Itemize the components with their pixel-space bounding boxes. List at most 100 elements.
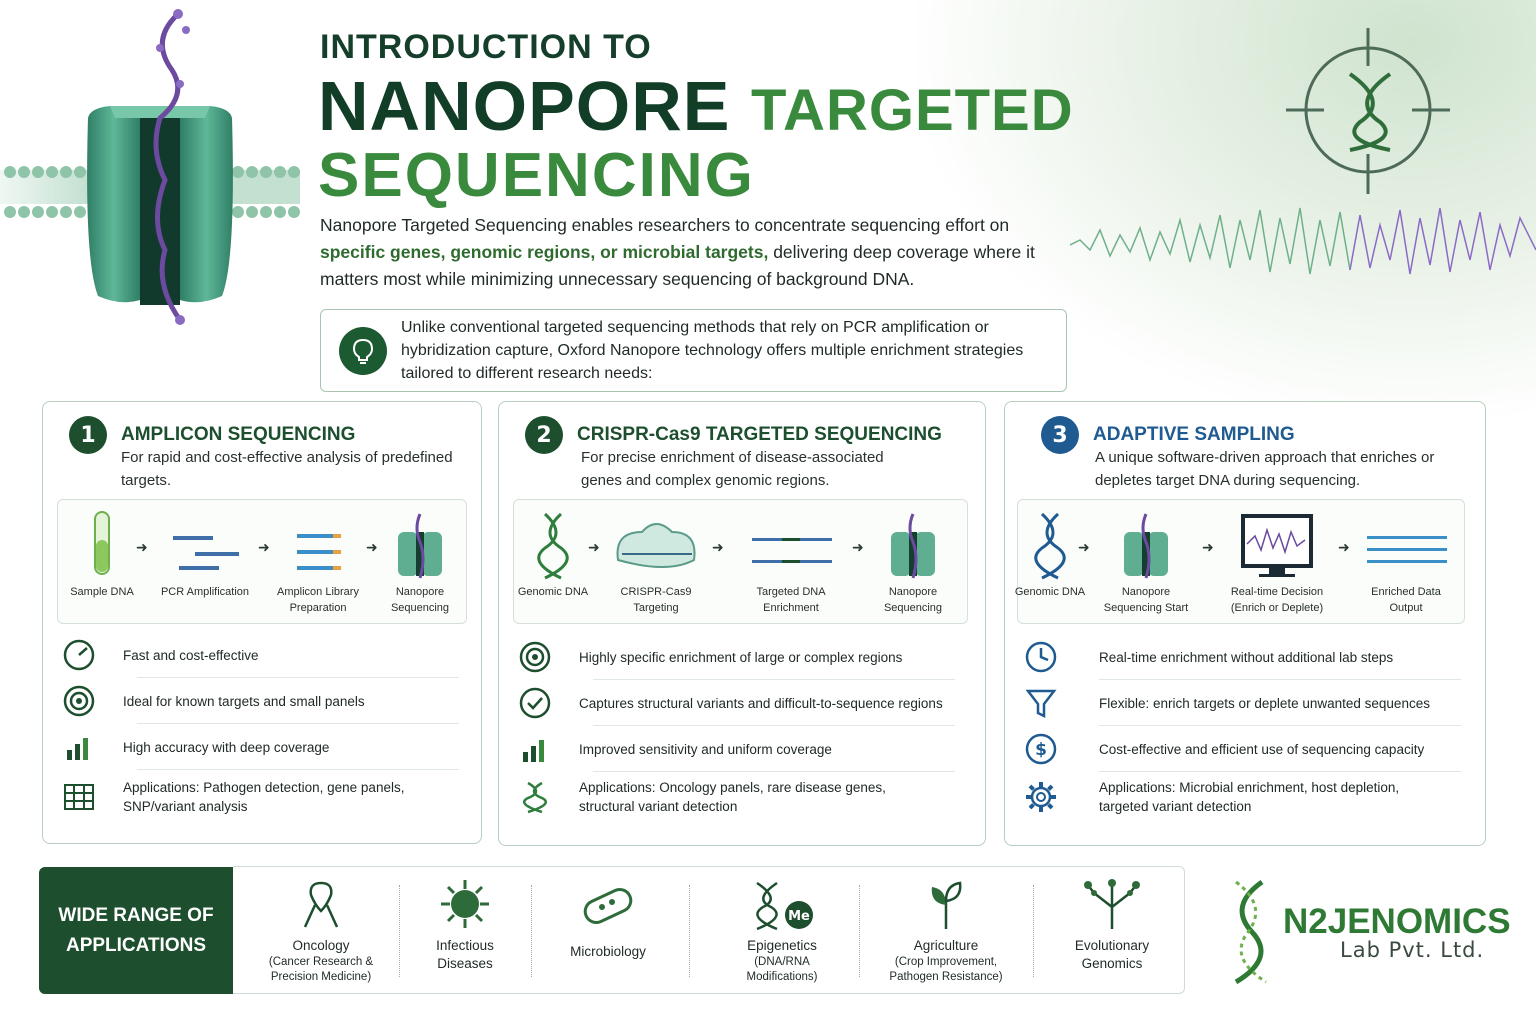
- feature-text: Cost-effective and efficient use of sequ…: [1099, 741, 1425, 757]
- nanopore-icon: [891, 513, 935, 579]
- arrow-icon: ➜: [136, 540, 148, 556]
- target-icon: [513, 640, 557, 674]
- flow-step: PCR Amplification: [150, 508, 260, 600]
- logo-name: N2JENOMICS: [1283, 902, 1511, 941]
- check-circle-icon: [513, 686, 557, 720]
- card-number: 1: [69, 416, 107, 454]
- nanopore-illustration: [0, 9, 300, 325]
- methyl-badge: Me: [788, 909, 810, 924]
- plant-icon: [931, 881, 962, 929]
- gear-icon: [1019, 780, 1063, 814]
- card-description: For rapid and cost-effective analysis of…: [121, 449, 453, 489]
- cas9-icon: [616, 523, 696, 568]
- feature-row: Applications: Pathogen detection, gene p…: [57, 774, 477, 820]
- card-adaptive-sampling: 3 ADAPTIVE SAMPLING A unique software-dr…: [1004, 401, 1486, 846]
- divider: [593, 679, 955, 680]
- flow-label: Amplicon Library Preparation: [277, 586, 359, 614]
- flow-label: Nanopore Sequencing: [883, 586, 943, 614]
- divider: [593, 725, 955, 726]
- app-evolutionary: Evolutionary Genomics: [1055, 877, 1169, 973]
- card-header: 3 ADAPTIVE SAMPLING: [1041, 416, 1295, 454]
- flow-step: Sample DNA: [56, 508, 148, 600]
- virus-icon: [441, 880, 489, 928]
- feature-row: Ideal for known targets and small panels: [57, 678, 477, 724]
- enriched-dna-icon: [752, 538, 832, 563]
- target-dna-icon: [1286, 28, 1450, 194]
- feature-text: Applications: Pathogen detection, gene p…: [123, 780, 405, 814]
- monitor-icon: [1241, 514, 1313, 577]
- card-title: CRISPR-Cas9 TARGETED SEQUENCING: [577, 424, 942, 445]
- card-title: AMPLICON SEQUENCING: [121, 424, 356, 445]
- note-text: Unlike conventional targeted sequencing …: [401, 319, 1024, 382]
- arrow-icon: ➜: [588, 540, 600, 556]
- feature-text: Captures structural variants and difficu…: [579, 695, 943, 711]
- feature-text: Applications: Microbial enrichment, host…: [1099, 780, 1400, 814]
- flow-label: Genomic DNA: [517, 586, 589, 598]
- arrow-icon: ➜: [712, 540, 724, 556]
- title-word-targeted: TARGETED: [750, 78, 1074, 143]
- bar-chart-icon: [513, 732, 557, 766]
- feature-row: Real-time enrichment without additional …: [1019, 634, 1479, 680]
- flow-label: Nanopore Sequencing: [390, 586, 450, 614]
- flow-step: CRISPR-Cas9 Targeting: [606, 508, 706, 616]
- arrow-icon: ➜: [852, 540, 864, 556]
- divider: [689, 885, 690, 977]
- app-sub: (Cancer Research & Precision Medicine): [268, 956, 374, 983]
- feature-text: Ideal for known targets and small panels: [123, 693, 365, 709]
- card-header: 2 CRISPR-Cas9 TARGETED SEQUENCING: [525, 416, 942, 454]
- card-description: For precise enrichment of disease-associ…: [581, 449, 884, 489]
- flow-step: Amplicon Library Preparation: [268, 508, 368, 616]
- dna-icon: [1034, 512, 1066, 580]
- title-word-nanopore: NANOPORE: [318, 67, 731, 145]
- dna-methyl-icon: Me: [756, 881, 813, 931]
- nanopore-icon: [398, 513, 442, 579]
- applications-label: WIDE RANGE OF APPLICATIONS: [39, 867, 233, 994]
- flow-step: Genomic DNA: [508, 508, 598, 600]
- speedometer-icon: [57, 638, 101, 672]
- title-intro: INTRODUCTION TO: [320, 28, 652, 66]
- intro-text-2: delivering deep coverage where it matter…: [320, 242, 1035, 289]
- funnel-icon: [1019, 686, 1063, 720]
- flow-step: Targeted DNA Enrichment: [736, 508, 846, 616]
- flow-label: CRISPR-Cas9 Targeting: [620, 586, 692, 614]
- signal-wave: [1070, 207, 1536, 275]
- arrow-icon: ➜: [1078, 540, 1090, 556]
- app-agriculture: Agriculture (Crop Improvement, Pathogen …: [877, 877, 1015, 985]
- divider: [859, 885, 860, 977]
- flow-label: Nanopore Sequencing Start: [1103, 586, 1189, 614]
- intro-highlight: specific genes, genomic regions, or micr…: [320, 242, 769, 262]
- feature-row: Flexible: enrich targets or deplete unwa…: [1019, 680, 1479, 726]
- ribbon-icon: [303, 881, 339, 928]
- app-name: Oncology: [292, 938, 350, 953]
- feature-row: $ Cost-effective and efficient use of se…: [1019, 726, 1479, 772]
- flow-step: Real-time Decision (Enrich or Deplete): [1218, 508, 1336, 616]
- pcr-fragments-icon: [173, 536, 239, 570]
- feature-row: Captures structural variants and difficu…: [513, 680, 973, 726]
- divider: [137, 723, 459, 724]
- logo-subtitle: Lab Pvt. Ltd.: [1340, 938, 1485, 962]
- feature-row: Fast and cost-effective: [57, 632, 477, 678]
- lightbulb-icon: [339, 326, 387, 375]
- strand-beads: [156, 9, 190, 325]
- app-oncology: Oncology (Cancer Research & Precision Me…: [253, 877, 389, 985]
- nanopore-icon: [1124, 513, 1168, 579]
- app-infectious: Infectious Diseases: [413, 877, 517, 973]
- divider: [399, 885, 400, 977]
- feature-row: Highly specific enrichment of large or c…: [513, 634, 973, 680]
- app-name: Agriculture: [913, 938, 979, 953]
- arrow-icon: ➜: [1202, 540, 1214, 556]
- divider: [137, 769, 459, 770]
- flow-label: Enriched Data Output: [1371, 586, 1441, 614]
- flow-step: Genomic DNA: [1008, 508, 1092, 600]
- target-icon: [57, 684, 101, 718]
- card-description: A unique software-driven approach that e…: [1095, 449, 1435, 489]
- card-amplicon: 1 AMPLICON SEQUENCING For rapid and cost…: [42, 401, 482, 844]
- table-icon: [57, 780, 101, 814]
- card-header: 1 AMPLICON SEQUENCING: [69, 416, 355, 454]
- flow-label: Real-time Decision (Enrich or Deplete): [1230, 586, 1324, 614]
- logo-dna-icon: [1234, 879, 1267, 985]
- test-tube-icon: [94, 511, 110, 575]
- dna-icon: [513, 780, 557, 814]
- app-name: Epigenetics: [747, 938, 817, 953]
- feature-row: High accuracy with deep coverage: [57, 724, 477, 770]
